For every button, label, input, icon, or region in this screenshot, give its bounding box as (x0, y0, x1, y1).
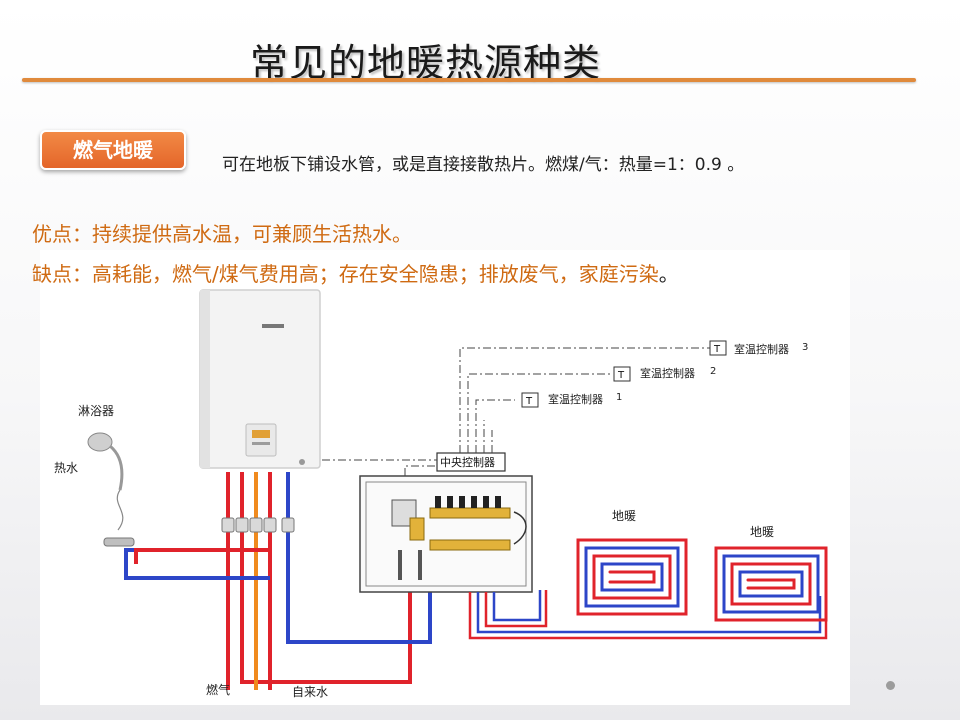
gas-floor-heating-tag: 燃气地暖 (40, 130, 186, 170)
disadvantages-main: 缺点：高耗能，燃气/煤气费用高；存在安全隐患；排放废气，家庭污染 (32, 262, 659, 286)
thermostat-label-3: 室温控制器 (734, 342, 789, 356)
thermostat-1 (521, 392, 539, 408)
boiler-unit (199, 289, 321, 469)
title-underline (22, 78, 916, 82)
thermostat-symbol-3: T (713, 344, 721, 355)
thermostat-num-1: 1 (616, 392, 622, 403)
diagram-svg: 淋浴器 热水 中央控制器 T 室温控制器 3 T 室温控制器 2 (54, 289, 828, 699)
heating-description: 可在地板下铺设水管，或是直接接散热片。燃煤/气：热量=1：0.9 。 (222, 155, 745, 175)
shower-icon (87, 432, 135, 547)
gas-label: 燃气 (206, 682, 230, 697)
floor-supply-pipes (468, 590, 828, 640)
slide-bullet-dot (886, 681, 895, 690)
central-controller-label: 中央控制器 (440, 455, 495, 469)
thermostat-num-3: 3 (802, 342, 808, 353)
disadvantages-end: 。 (658, 262, 679, 286)
thermostat-wiring (459, 347, 710, 453)
gas-floor-heating-diagram: 淋浴器 热水 中央控制器 T 室温控制器 3 T 室温控制器 2 (40, 250, 850, 705)
manifold-cabinet (359, 475, 533, 593)
central-controller-box (436, 452, 506, 472)
pipe-valves (221, 517, 295, 533)
disadvantages-text: 缺点：高耗能，燃气/煤气费用高；存在安全隐患；排放废气，家庭污染。 (32, 258, 679, 287)
advantages-text: 优点：持续提供高水温，可兼顾生活热水。 (32, 222, 412, 246)
thermostat-label-2: 室温控制器 (640, 366, 695, 380)
thermostat-symbol-2: T (617, 370, 625, 381)
thermostat-2 (613, 366, 631, 382)
boiler-brand-badge (262, 324, 284, 328)
tap-water-label: 自来水 (292, 685, 328, 699)
floor-heating-loop-2 (714, 546, 828, 622)
floor-heating-label-1: 地暖 (612, 509, 636, 523)
boiler-pipes (124, 472, 432, 690)
hot-water-label: 热水 (54, 461, 78, 475)
thermostat-symbol-1: T (525, 396, 533, 407)
thermostat-num-2: 2 (710, 366, 716, 377)
floor-heating-label-2: 地暖 (750, 525, 774, 539)
floor-heating-loop-1 (576, 538, 688, 616)
manifold (391, 496, 527, 580)
boiler-control-panel (245, 423, 277, 457)
thermostat-3 (709, 340, 727, 356)
slide-title: 常见的地暖热源种类 (250, 41, 602, 85)
thermostat-label-1: 室温控制器 (548, 392, 603, 406)
shower-label: 淋浴器 (78, 404, 114, 418)
